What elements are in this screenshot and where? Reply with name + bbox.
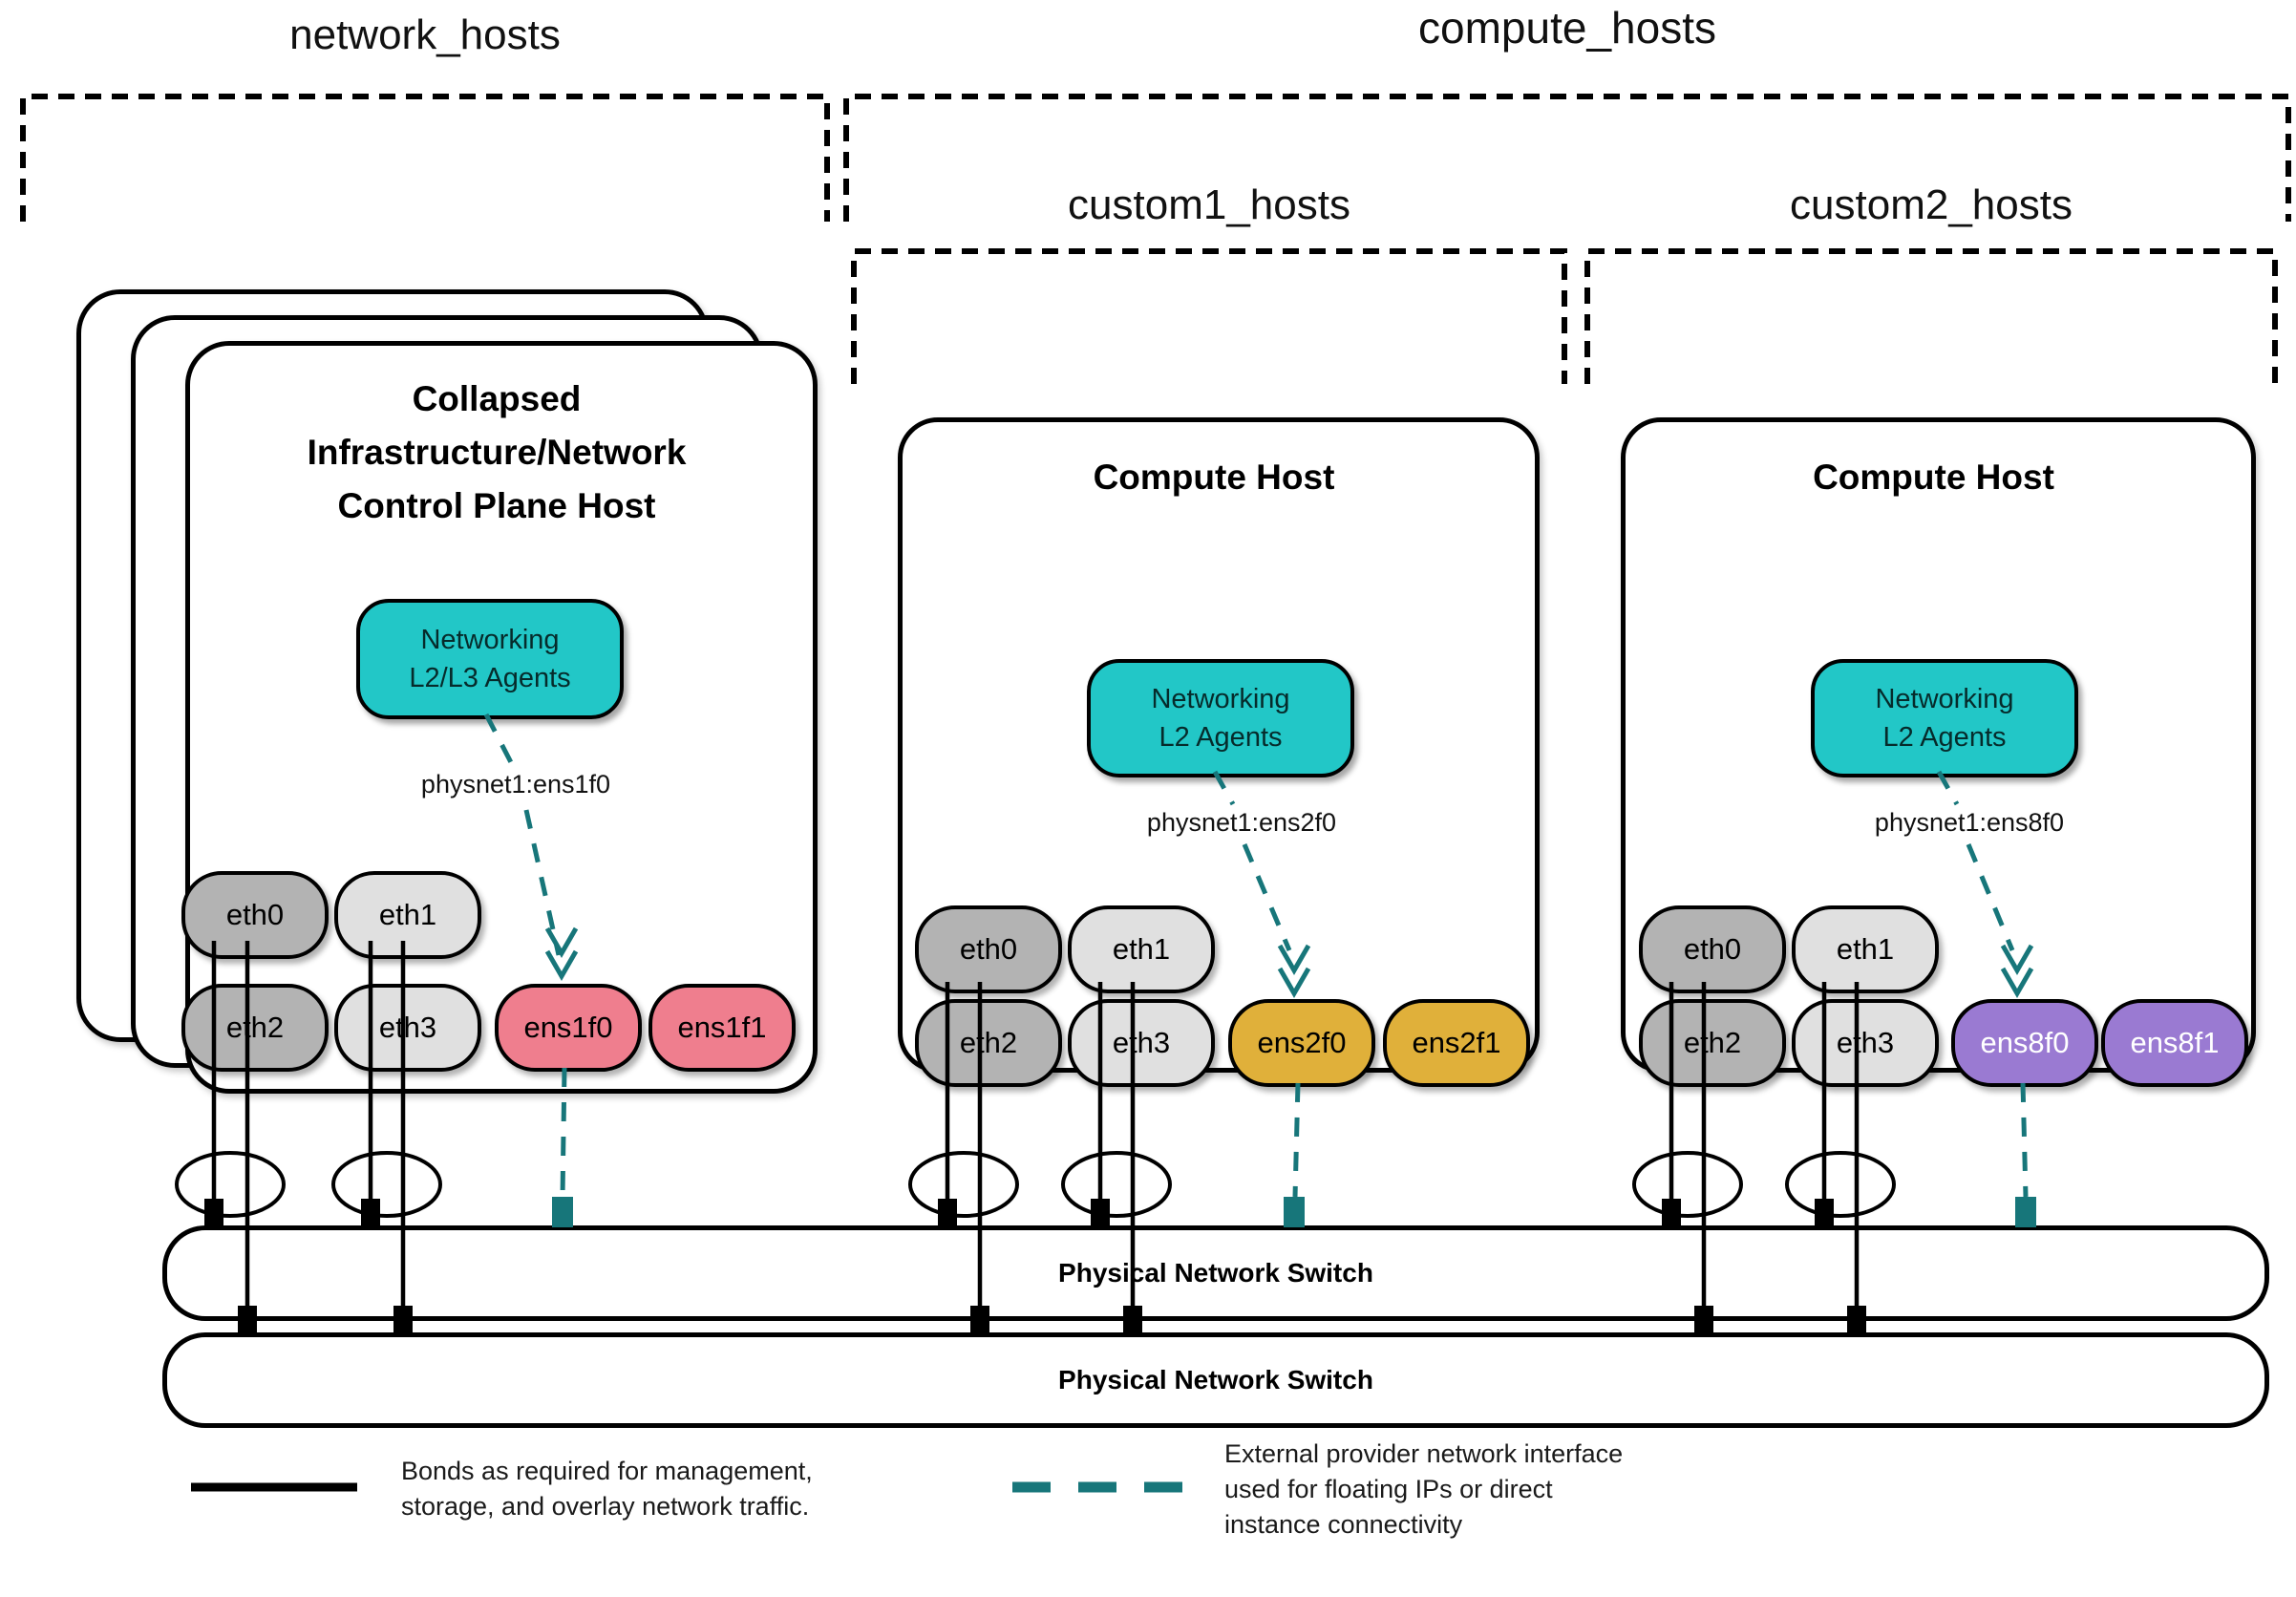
agent-label-line2: L2 Agents xyxy=(1159,722,1283,753)
nic-pill-eth0: eth0 xyxy=(181,871,329,959)
agent-label-line1: Networking xyxy=(1875,684,2014,714)
nic-label: eth0 xyxy=(959,932,1018,966)
group-label-compute-hosts: compute_hosts xyxy=(1418,3,1716,53)
legend-external-line3: instance connectivity xyxy=(1224,1510,1463,1539)
nic-pill-ens8f0: ens8f0 xyxy=(1951,999,2098,1087)
nic-pill-eth3: eth3 xyxy=(1792,999,1939,1087)
connector-square xyxy=(1662,1199,1681,1227)
collapsed-host-title-line2: Infrastructure/Network xyxy=(307,433,687,472)
nic-label: eth2 xyxy=(959,1026,1018,1059)
bond-ellipse xyxy=(1785,1151,1896,1218)
nic-pill-eth2: eth2 xyxy=(915,999,1062,1087)
nic-pill-eth1: eth1 xyxy=(1792,905,1939,993)
compute-host-1-agent-box: Networking L2 Agents xyxy=(1087,659,1354,777)
nic-label: eth1 xyxy=(1112,932,1171,966)
compute-host-1-title: Compute Host xyxy=(1093,458,1335,497)
switch-label: Physical Network Switch xyxy=(1058,1258,1373,1288)
nic-label: ens1f1 xyxy=(677,1011,767,1044)
nic-pill-eth0: eth0 xyxy=(1639,905,1786,993)
provider-connector-square xyxy=(2015,1197,2036,1227)
collapsed-host-title: Collapsed Infrastructure/Network Control… xyxy=(185,373,808,533)
physnet-label-ens2f0: physnet1:ens2f0 xyxy=(1098,808,1385,838)
connector-square xyxy=(361,1199,380,1227)
collapsed-host-title-line3: Control Plane Host xyxy=(337,486,656,525)
nic-pill-eth0: eth0 xyxy=(915,905,1062,993)
physical-network-switch-2: Physical Network Switch xyxy=(162,1332,2269,1428)
agent-label-line1: Networking xyxy=(420,625,560,655)
connector-square xyxy=(1815,1199,1834,1227)
legend-bond-line2: storage, and overlay network traffic. xyxy=(401,1492,810,1521)
nic-pill-ens2f0: ens2f0 xyxy=(1228,999,1375,1087)
legend-external-line2: used for floating IPs or direct xyxy=(1224,1475,1553,1503)
bond-ellipse xyxy=(908,1151,1019,1218)
agent-label-line2: L2/L3 Agents xyxy=(409,663,571,693)
collapsed-host-agent-box: Networking L2/L3 Agents xyxy=(356,599,624,719)
nic-label: eth1 xyxy=(378,898,437,931)
provider-connector-square xyxy=(1284,1197,1305,1227)
nic-pill-eth2: eth2 xyxy=(1639,999,1786,1087)
nic-label: eth3 xyxy=(1112,1026,1171,1059)
nic-label: ens2f1 xyxy=(1412,1026,1501,1059)
legend-bond-line1: Bonds as required for management, xyxy=(401,1457,813,1485)
nic-pill-ens8f1: ens8f1 xyxy=(2101,999,2248,1087)
nic-pill-eth1: eth1 xyxy=(1068,905,1215,993)
agent-label-line1: Networking xyxy=(1151,684,1290,714)
nic-label: ens8f0 xyxy=(1980,1026,2070,1059)
nic-label: eth2 xyxy=(225,1011,285,1044)
nic-pill-eth3: eth3 xyxy=(1068,999,1215,1087)
bond-ellipse xyxy=(175,1151,286,1218)
bond-ellipse xyxy=(1061,1151,1172,1218)
connector-square xyxy=(204,1199,223,1227)
physnet-label-ens1f0: physnet1:ens1f0 xyxy=(372,770,659,799)
bond-ellipse xyxy=(331,1151,442,1218)
nic-pill-eth2: eth2 xyxy=(181,984,329,1072)
nic-label: ens2f0 xyxy=(1257,1026,1347,1059)
compute-host-2-agent-box: Networking L2 Agents xyxy=(1811,659,2078,777)
provider-dash-line xyxy=(2020,1082,2029,1198)
physical-network-switch-1: Physical Network Switch xyxy=(162,1225,2269,1321)
agent-label-line2: L2 Agents xyxy=(1882,722,2007,753)
switch-label: Physical Network Switch xyxy=(1058,1365,1373,1395)
nic-pill-eth3: eth3 xyxy=(334,984,481,1072)
nic-label: eth3 xyxy=(1836,1026,1895,1059)
nic-label: ens1f0 xyxy=(523,1011,613,1044)
group-label-network-hosts: network_hosts xyxy=(289,11,561,58)
legend-external-text: External provider network interface used… xyxy=(1224,1437,1623,1543)
nic-label: ens8f1 xyxy=(2130,1026,2220,1059)
group-label-custom2-hosts: custom2_hosts xyxy=(1790,181,2073,228)
nic-pill-ens1f1: ens1f1 xyxy=(648,984,796,1072)
custom2-hosts-bracket xyxy=(1584,248,2278,384)
group-label-custom1-hosts: custom1_hosts xyxy=(1068,181,1350,228)
connector-square xyxy=(938,1199,957,1227)
bond-ellipse xyxy=(1632,1151,1743,1218)
custom1-hosts-bracket xyxy=(851,248,1567,384)
provider-dash-line xyxy=(1292,1082,1301,1198)
nic-pill-ens2f1: ens2f1 xyxy=(1383,999,1530,1087)
legend-bond-text: Bonds as required for management, storag… xyxy=(401,1454,813,1524)
nic-pill-eth1: eth1 xyxy=(334,871,481,959)
legend-external-line1: External provider network interface xyxy=(1224,1439,1624,1468)
compute-host-2-title: Compute Host xyxy=(1813,458,2054,497)
nic-label: eth0 xyxy=(1683,932,1742,966)
connector-square xyxy=(1091,1199,1110,1227)
nic-label: eth1 xyxy=(1836,932,1895,966)
collapsed-host-title-line1: Collapsed xyxy=(412,379,582,418)
provider-connector-square xyxy=(552,1197,573,1227)
nic-pill-ens1f0: ens1f0 xyxy=(495,984,642,1072)
nic-label: eth2 xyxy=(1683,1026,1742,1059)
nic-label: eth0 xyxy=(225,898,285,931)
physnet-label-ens8f0: physnet1:ens8f0 xyxy=(1826,808,2113,838)
nic-label: eth3 xyxy=(378,1011,437,1044)
network-hosts-bracket xyxy=(20,94,830,222)
